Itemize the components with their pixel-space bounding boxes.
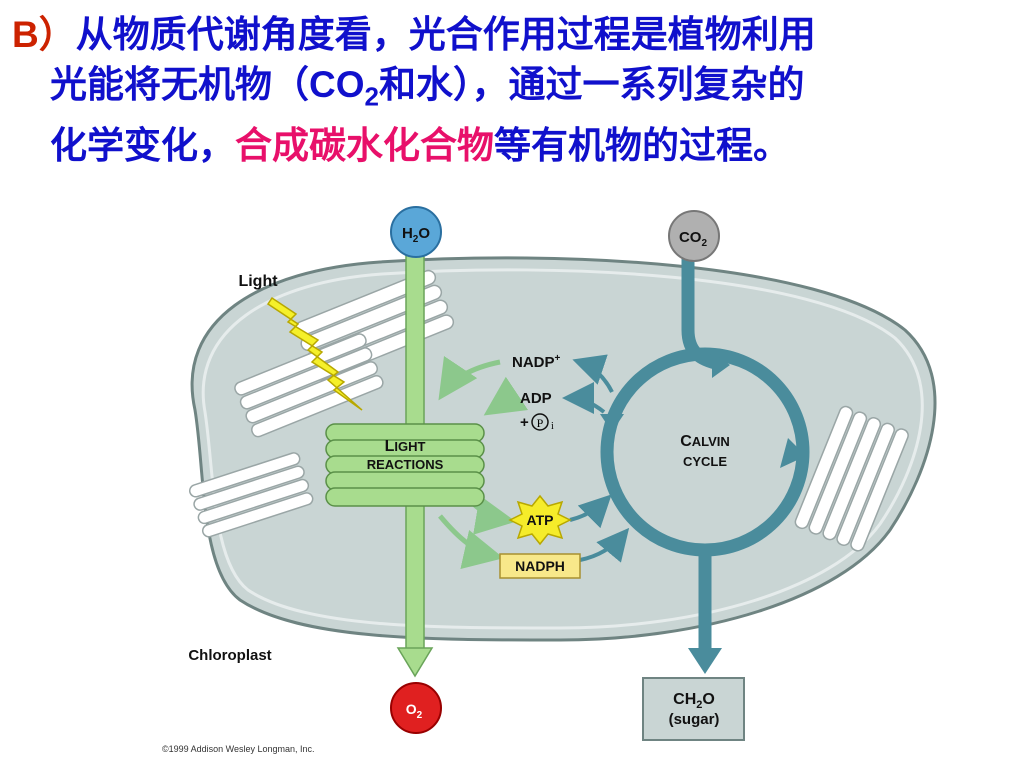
caption-text-3a: 化学变化，: [50, 124, 235, 168]
caption-co: CO: [309, 64, 365, 105]
svg-text:CH2O: CH2O: [673, 691, 715, 711]
nadph-box: NADPH: [499, 553, 581, 579]
sugar-arrow-head: [688, 648, 722, 674]
caption: B）从物质代谢角度看，光合作用过程是植物利用 光能将无机物（CO2和水），通过一…: [12, 10, 1012, 171]
caption-text-2b: 和水），通过一系列复杂的: [378, 63, 805, 106]
grana-stacks: [188, 269, 909, 552]
copyright-text: ©1999 Addison Wesley Longman, Inc.: [162, 744, 315, 754]
svg-text:ATP: ATP: [527, 512, 554, 528]
caption-marker: B）: [12, 14, 76, 55]
caption-line-1: B）从物质代谢角度看，光合作用过程是植物利用: [12, 10, 1012, 60]
light-reactions-stack: [325, 423, 485, 507]
light-reactions-label: LIGHT: [385, 438, 426, 455]
nadp-label: NADP+: [512, 353, 561, 371]
svg-text:CO2: CO2: [679, 229, 708, 249]
light-reaction-arrows: [438, 355, 529, 570]
light-label: Light: [238, 273, 278, 290]
co2-node: CO2: [668, 210, 720, 262]
caption-highlight: 合成碳水化合物: [235, 124, 494, 168]
atp-badge: ATP: [508, 494, 572, 546]
caption-text-3b: 等有机物的过程。: [494, 124, 790, 168]
calvin-output-arrows: [562, 354, 614, 415]
svg-text:+: +: [520, 414, 529, 431]
svg-text:i: i: [551, 421, 554, 432]
chloroplast-body: [190, 256, 937, 642]
light-bolt-icon: [266, 296, 363, 411]
caption-text-2a: 光能将无机物（: [50, 63, 309, 106]
caption-line-2: 光能将无机物（CO2和水），通过一系列复杂的: [12, 60, 1012, 121]
caption-line-3: 化学变化，合成碳水化合物等有机物的过程。: [12, 121, 1012, 171]
atp-nadph-input-arrows: [569, 494, 630, 563]
svg-text:O2: O2: [406, 701, 423, 721]
light-reactions-label-2: REACTIONS: [367, 457, 444, 472]
svg-text:H2O: H2O: [402, 225, 430, 245]
h2o-node: H2O: [390, 206, 442, 258]
caption-text-1: 从物质代谢角度看，光合作用过程是植物利用: [75, 13, 816, 56]
caption-co-sub: 2: [364, 81, 379, 112]
svg-text:(sugar): (sugar): [669, 711, 720, 728]
sugar-box: CH2O (sugar): [642, 677, 745, 741]
adp-label: ADP: [520, 390, 552, 407]
calvin-label: CALVIN: [680, 433, 730, 450]
calvin-cycle-ring: [600, 248, 810, 674]
svg-text:NADPH: NADPH: [515, 558, 565, 574]
o2-node: O2: [390, 682, 442, 734]
chloroplast-label: Chloroplast: [188, 647, 271, 664]
pi-label: + P i: [520, 413, 554, 432]
svg-text:P: P: [537, 416, 544, 430]
calvin-label-2: CYCLE: [683, 454, 727, 469]
